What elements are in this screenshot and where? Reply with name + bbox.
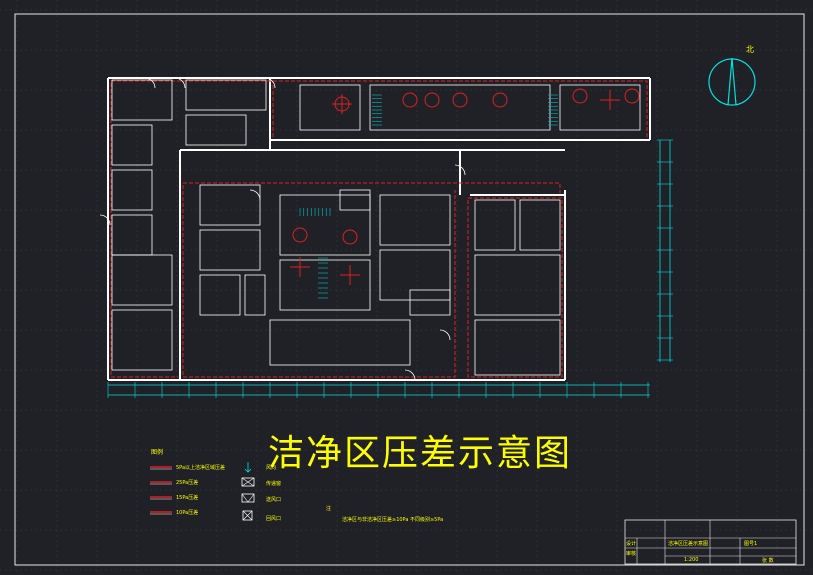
pressure-boundary-line: [111, 80, 648, 137]
room: [474, 254, 561, 316]
room: [111, 79, 173, 121]
room: [244, 274, 266, 316]
pressure-boundary-line: [182, 185, 456, 378]
door-swing: [249, 189, 261, 201]
legend-heading: 图例: [151, 449, 164, 456]
title-block: [624, 519, 797, 565]
door-swing: [439, 329, 451, 341]
room: [111, 309, 173, 371]
equipment-fixture: [572, 88, 588, 104]
symbol-label-airflow: 风向: [266, 465, 277, 471]
room: [185, 79, 267, 111]
symbol-label-return: 回风口: [266, 516, 282, 522]
airflow-arrow-icon: [244, 462, 252, 473]
title-block-sheets: 张 数: [762, 558, 774, 564]
legend-symbols: [150, 462, 255, 521]
stair: [318, 257, 328, 299]
title-block-sheet: 图号1: [744, 541, 758, 547]
room: [199, 274, 241, 316]
supply-outlet-icon: [241, 493, 255, 503]
title-block-check: 审核: [626, 551, 637, 557]
door-swing: [264, 77, 276, 89]
equipment-fixture: [424, 92, 440, 108]
room: [269, 319, 411, 366]
pressure-boundary-line: [110, 83, 178, 378]
door-swing: [404, 369, 416, 381]
title-block-project: 洁净区压差示意图: [668, 541, 709, 547]
pressure-note: 洁净区与非洁净区压差≥10Pa 不同级别≥5Pa: [342, 517, 444, 523]
room: [519, 199, 561, 251]
equipment-fixture: [292, 227, 308, 243]
room: [339, 189, 371, 211]
room: [369, 84, 551, 131]
stair: [299, 208, 331, 216]
equipment-fixture: [402, 92, 418, 108]
door-swing: [99, 214, 111, 226]
room: [111, 169, 153, 211]
drawing-frame: [14, 13, 805, 566]
north-label: 北: [746, 45, 754, 54]
pass-box-icon: [241, 477, 255, 487]
return-outlet-icon: [242, 510, 253, 521]
title-block-scale: 1:200: [684, 557, 699, 563]
legend-label-3: 15Pa压差: [176, 495, 199, 501]
legend-label-2: 25Pa压差: [176, 480, 199, 486]
room: [379, 194, 451, 246]
return-outlet-icon: [242, 510, 253, 521]
legend-label-4: 10Pa压差: [176, 510, 199, 516]
room: [279, 259, 371, 311]
door-swing: [144, 77, 156, 89]
dimension-lines: [107, 139, 673, 398]
room: [474, 199, 516, 251]
building-plan: [99, 77, 651, 381]
drawing-title: 洁净区压差示意图: [268, 433, 573, 474]
supply-outlet-icon: [241, 493, 255, 503]
equipment-fixture: [342, 229, 358, 245]
door-swing: [174, 77, 186, 89]
room: [379, 249, 451, 301]
room: [185, 114, 247, 146]
room: [299, 84, 361, 131]
room: [199, 229, 261, 271]
equipment-fixture: [624, 88, 640, 104]
room: [474, 319, 561, 376]
legend-label-1: 5Pa以上洁净区域压差: [176, 465, 226, 471]
room: [559, 84, 641, 131]
stair: [372, 94, 382, 126]
room: [279, 194, 371, 256]
room: [409, 289, 451, 316]
symbol-label-passbox: 传递窗: [266, 481, 282, 487]
door-swing: [454, 164, 466, 176]
pass-box-icon: [241, 477, 255, 487]
equipment-fixture: [452, 92, 468, 108]
title-block-design: 设计: [626, 541, 637, 547]
equipment-fixture: [492, 92, 508, 108]
pressure-boundary-line: [467, 197, 563, 378]
pressure-boundary-line: [183, 182, 561, 193]
room: [199, 184, 261, 226]
note-mark: 注: [326, 506, 332, 512]
north-arrow-icon: [708, 57, 756, 106]
room: [111, 214, 153, 256]
stair: [548, 94, 558, 126]
room: [111, 254, 173, 306]
room: [111, 124, 153, 166]
symbol-label-supply: 送风口: [266, 497, 282, 503]
